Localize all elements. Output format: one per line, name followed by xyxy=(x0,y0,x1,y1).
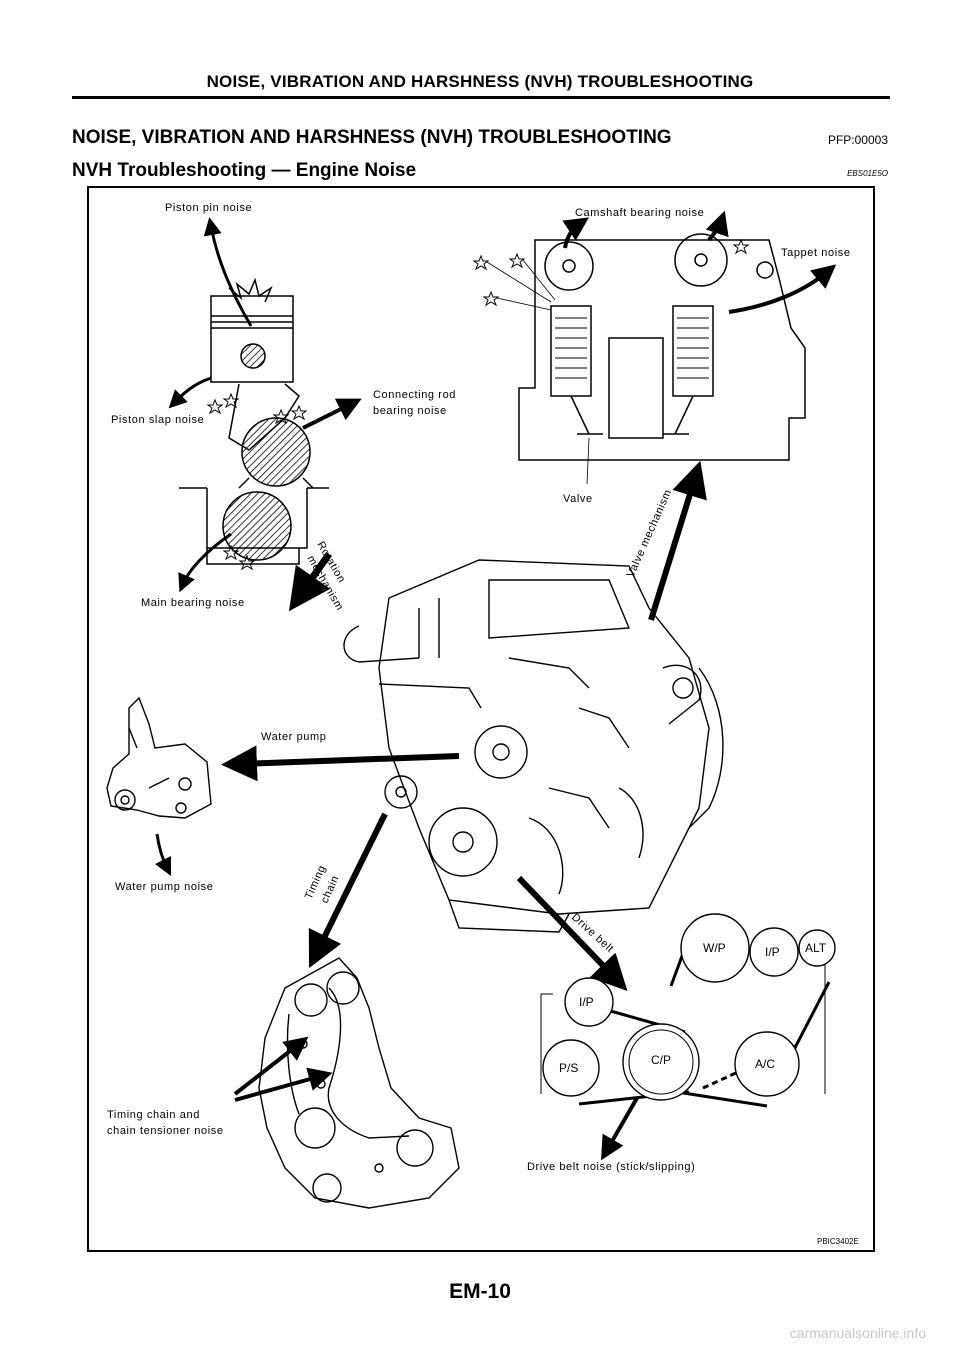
impact-stars-head xyxy=(472,238,750,307)
impact-stars-piston xyxy=(206,392,308,571)
section-code: PFP:00003 xyxy=(827,133,888,147)
timing-noise-arrow-1 xyxy=(233,1036,309,1096)
piston-pin-arrow xyxy=(203,217,253,327)
drive-belt-noise-arrow xyxy=(601,1097,639,1161)
engine-noise-figure: Piston pin noise Piston slap noise Conne… xyxy=(87,186,875,1252)
water-pump-drawing xyxy=(106,696,212,819)
engine-noise-diagram: Piston pin noise Piston slap noise Conne… xyxy=(106,202,859,1246)
pulley-wp xyxy=(680,913,750,983)
pulley-ac xyxy=(734,1031,800,1097)
camshaft-arrow-right xyxy=(705,210,729,242)
page-number: EM-10 xyxy=(449,1280,511,1303)
valve-springs xyxy=(555,317,709,379)
pulley-cp-label: C/P xyxy=(651,1053,671,1067)
pulley-ps-label: P/S xyxy=(559,1061,578,1075)
timing-noise-label-2: chain tensioner noise xyxy=(107,1125,224,1137)
pulley-ip-top-label: I/P xyxy=(765,945,780,959)
watermark: carmanualsonline.info xyxy=(789,1325,926,1341)
tappet-noise-label: Tappet noise xyxy=(781,247,851,259)
piston-drawing xyxy=(179,277,329,565)
figure-code: PBIC3402E xyxy=(817,1237,859,1246)
running-header: NOISE, VIBRATION AND HARSHNESS (NVH) TRO… xyxy=(206,72,754,91)
connecting-rod-arrow xyxy=(302,398,362,430)
drive-belt-noise-label: Drive belt noise (stick/slipping) xyxy=(527,1161,695,1173)
water-pump-noise-label: Water pump noise xyxy=(115,881,213,893)
drive-belt-arrow xyxy=(516,875,628,991)
subsection-code: EBS01E5O xyxy=(847,169,888,178)
pulley-cp xyxy=(622,1023,700,1101)
water-pump-label: Water pump xyxy=(261,731,327,743)
pulley-ac-label: A/C xyxy=(755,1057,775,1071)
camshaft-arrow-left xyxy=(562,217,589,249)
valve-mechanism-arrow xyxy=(648,460,707,621)
head-leader-lines xyxy=(486,259,590,485)
pulley-wp-label: W/P xyxy=(703,941,726,955)
pulley-ip-top xyxy=(749,927,799,977)
water-pump-noise-arrow xyxy=(154,833,172,877)
camshaft-bearing-noise-label: Camshaft bearing noise xyxy=(575,207,704,219)
cylinder-head-drawing xyxy=(518,233,806,461)
main-bearing-arrow xyxy=(178,532,232,593)
main-bearing-noise-label: Main bearing noise xyxy=(141,597,245,609)
piston-slap-arrow xyxy=(168,376,212,409)
drive-belt-layout: W/P I/P ALT I/P P/S C/P A/C xyxy=(540,913,836,1108)
rotation-arrow xyxy=(288,551,332,612)
pulley-alt-label: ALT xyxy=(805,941,827,955)
timing-chain-arrow xyxy=(308,812,388,969)
connecting-rod-label-1: Connecting rod xyxy=(373,389,456,401)
header-rule xyxy=(72,96,890,99)
pulley-ps xyxy=(542,1039,600,1097)
subsection-title: NVH Troubleshooting — Engine Noise xyxy=(72,160,417,181)
engine-assembly-drawing xyxy=(343,559,724,933)
pulley-ip-left xyxy=(564,977,614,1027)
water-pump-arrow xyxy=(221,745,460,782)
pulley-ip-left-label: I/P xyxy=(579,995,594,1009)
timing-noise-arrow-2 xyxy=(234,1067,333,1102)
pulley-alt xyxy=(798,929,836,967)
piston-slap-noise-label: Piston slap noise xyxy=(111,414,204,426)
connecting-rod-label-2: bearing noise xyxy=(373,405,447,417)
timing-noise-label-1: Timing chain and xyxy=(107,1109,200,1121)
section-title: NOISE, VIBRATION AND HARSHNESS (NVH) TRO… xyxy=(72,127,672,148)
tappet-arrow xyxy=(728,264,837,314)
piston-pin-noise-label: Piston pin noise xyxy=(165,202,252,214)
valve-label: Valve xyxy=(563,493,593,505)
